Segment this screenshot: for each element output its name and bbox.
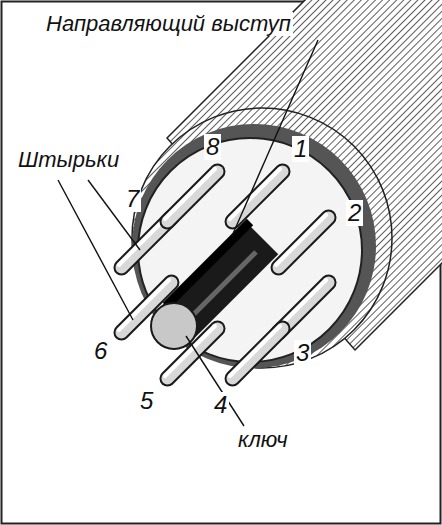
label-pins: Штырьки (16, 148, 121, 172)
pin-stroke (121, 283, 171, 333)
pin-stroke (167, 329, 217, 379)
pin-number: 8 (204, 134, 221, 160)
pin-number: 1 (292, 136, 309, 162)
tube-body (132, 0, 442, 368)
pin-stroke (165, 169, 215, 219)
pin-number: 3 (294, 340, 311, 366)
pin-stroke (230, 169, 280, 219)
pin-number: 6 (92, 338, 109, 364)
pin-number: 5 (138, 388, 155, 414)
pins (119, 280, 329, 379)
leader-lines (58, 40, 318, 426)
pin-stroke (167, 329, 217, 379)
label-guide-ridge: Направляющий выступ (44, 12, 293, 36)
pin-stroke (167, 171, 217, 221)
pin-stroke (233, 329, 283, 379)
pin-number: 4 (212, 392, 229, 418)
pin-number: 7 (124, 186, 141, 212)
pin-stroke (276, 215, 326, 265)
pin-stroke (121, 283, 171, 333)
pin-stroke (230, 326, 280, 376)
pin-number: 2 (346, 200, 363, 226)
pin-stroke (279, 217, 329, 267)
pin-stroke (279, 217, 329, 267)
pin-stroke (167, 171, 217, 221)
guide-ridge (166, 222, 250, 306)
pin-stroke (119, 280, 169, 330)
label-key: ключ (236, 428, 290, 452)
pin-stroke (233, 329, 283, 379)
